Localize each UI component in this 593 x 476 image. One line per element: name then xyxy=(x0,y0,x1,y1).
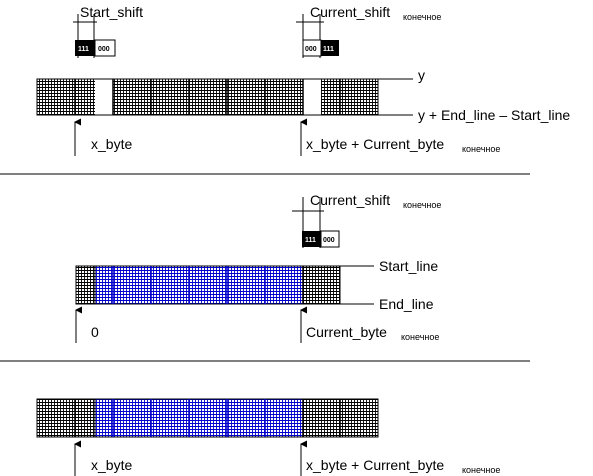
x-byte-label-top: x_byte xyxy=(91,136,132,152)
current-byte-label: Current_byte xyxy=(306,324,387,340)
x-byte-current-sub-top: конечное xyxy=(462,144,500,154)
bottom-panel: x_byte x_byte + Current_byte конечное xyxy=(36,398,500,476)
current-shift-bit-text-2-middle: 000 xyxy=(323,237,335,244)
x-byte-current-label-top: x_byte + Current_byte xyxy=(306,136,444,152)
current-shift-bit-text-1-top: 000 xyxy=(305,46,317,53)
x-byte-label-bottom: x_byte xyxy=(91,457,132,473)
start-shift-indicator: Start_shift 111 000 xyxy=(73,4,143,58)
current-shift-bit-text-2-top: 111 xyxy=(323,46,334,53)
y-label: y xyxy=(418,67,425,83)
start-shift-label: Start_shift xyxy=(80,4,143,20)
current-shift-sub-top: конечное xyxy=(403,12,441,22)
zero-label: 0 xyxy=(91,324,99,340)
current-shift-sub-middle: конечное xyxy=(403,200,441,210)
current-shift-indicator-top: Current_shift конечное 000 111 xyxy=(296,4,441,58)
current-shift-label-middle: Current_shift xyxy=(310,192,390,208)
middle-panel: Current_shift конечное 111 000 xyxy=(75,192,441,343)
x-byte-current-sub-bottom: конечное xyxy=(462,465,500,475)
start-shift-bit-text-2: 000 xyxy=(98,46,110,53)
top-panel: Start_shift 111 000 Current_shift конечн… xyxy=(36,4,570,156)
current-shift-label-top: Current_shift xyxy=(310,4,390,20)
bottom-byte-row xyxy=(36,398,379,438)
start-shift-bit-empty xyxy=(94,39,116,57)
top-byte-row xyxy=(36,78,379,116)
top-gap-right xyxy=(303,79,321,115)
current-shift-bit-empty-middle xyxy=(320,230,340,248)
top-gap-left xyxy=(95,79,113,115)
current-byte-sub: конечное xyxy=(401,332,439,342)
start-line-label: Start_line xyxy=(379,258,438,274)
current-shift-bit-text-1-middle: 111 xyxy=(305,237,316,244)
end-line-label: End_line xyxy=(379,296,434,312)
current-shift-bit-filled-top xyxy=(321,40,339,56)
y-end-label: y + End_line – Start_line xyxy=(418,107,570,123)
current-shift-indicator-middle: Current_shift конечное 111 000 xyxy=(292,192,441,248)
current-shift-bit-filled-middle xyxy=(302,231,321,247)
start-shift-bit-filled xyxy=(75,40,95,56)
middle-byte-row xyxy=(75,265,341,305)
x-byte-current-label-bottom: x_byte + Current_byte xyxy=(306,457,444,473)
start-shift-bit-text-1: 111 xyxy=(78,46,89,53)
